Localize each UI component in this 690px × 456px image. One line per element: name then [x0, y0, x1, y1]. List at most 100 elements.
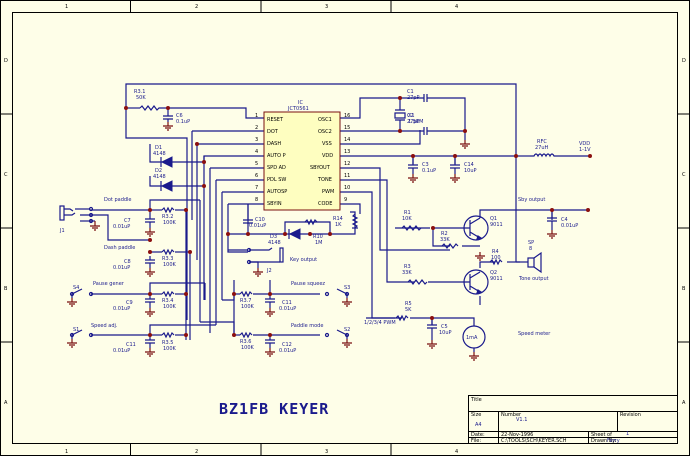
col-label-4-bottom: 4: [455, 449, 458, 455]
tb-date-value: 22-Nov-1996: [501, 432, 533, 438]
svg-text:Dot paddle: Dot paddle: [104, 197, 132, 203]
svg-text:R3.2: R3.2: [162, 214, 173, 220]
net-labels: Dot paddle Dash paddle Key output Sby ou…: [91, 197, 551, 337]
s3-symbol: [336, 288, 348, 298]
wires: [75, 83, 590, 352]
svg-text:1.5EM: 1.5EM: [408, 119, 423, 125]
svg-text:Paddle mode: Paddle mode: [291, 323, 323, 329]
svg-text:C2: C2: [407, 113, 414, 119]
jack-j1-symbol: [59, 205, 94, 224]
d2-symbol: [160, 180, 173, 192]
svg-text:100K: 100K: [163, 220, 177, 226]
c12-symbol: [265, 335, 275, 348]
svg-text:VDD: VDD: [579, 141, 590, 147]
svg-text:S1: S1: [73, 327, 79, 333]
svg-text:27pP: 27pP: [407, 95, 420, 101]
r2-symbol: [441, 243, 459, 249]
svg-text:C12: C12: [282, 342, 292, 348]
svg-text:J1: J1: [59, 228, 65, 234]
svg-text:11: 11: [344, 173, 350, 179]
svg-text:0.01uP: 0.01uP: [113, 306, 130, 312]
svg-text:VDD: VDD: [322, 153, 333, 159]
svg-text:J2: J2: [266, 268, 272, 274]
svg-text:D3: D3: [270, 234, 277, 240]
svg-text:7: 7: [255, 185, 258, 191]
diode-symbols: [160, 156, 301, 240]
svg-text:S2: S2: [344, 327, 350, 333]
svg-text:8: 8: [255, 197, 258, 203]
svg-text:0.1uP: 0.1uP: [422, 168, 436, 174]
jack-j2-symbol: [246, 247, 284, 265]
svg-text:1M: 1M: [315, 240, 323, 246]
svg-text:Dash paddle: Dash paddle: [104, 245, 135, 251]
crystal-x1-symbol: [394, 98, 406, 131]
svg-text:C3: C3: [422, 162, 429, 168]
row-label-d: D: [4, 58, 8, 64]
row-label-d-right: D: [682, 58, 686, 64]
tb-revision-label: Revision: [620, 412, 641, 418]
row-label-a-right: A: [682, 400, 686, 406]
svg-text:0.01uP: 0.01uP: [113, 224, 130, 230]
r1-symbol: [401, 225, 422, 231]
svg-text:33K: 33K: [440, 237, 450, 243]
svg-text:10K: 10K: [402, 216, 412, 222]
r3-1-symbol: [139, 105, 168, 111]
svg-text:1: 1: [255, 113, 258, 119]
svg-text:PDL SW: PDL SW: [267, 177, 286, 183]
svg-text:6: 6: [255, 173, 258, 179]
svg-text:R3.7: R3.7: [240, 298, 251, 304]
svg-text:100K: 100K: [163, 304, 177, 310]
component-labels: R3.1 50K C6 0.1uP D1 4148 D2 4148 X1 1.5…: [59, 89, 591, 354]
svg-text:C8: C8: [124, 259, 131, 265]
svg-text:R10: R10: [313, 234, 323, 240]
svg-text:Speed adj.: Speed adj.: [91, 323, 118, 329]
schematic-title: BZ1FB KEYER: [219, 400, 329, 418]
col-label-1: 1: [65, 4, 68, 10]
svg-text:C1: C1: [407, 89, 414, 95]
svg-text:R1: R1: [404, 210, 411, 216]
resistor-symbols: [139, 105, 503, 339]
r10-symbol: [304, 218, 318, 226]
r3-symbol: [407, 279, 428, 285]
svg-text:100K: 100K: [241, 304, 255, 310]
svg-text:0.01uP: 0.01uP: [279, 348, 296, 354]
svg-text:9: 9: [344, 197, 347, 203]
svg-text:DASH: DASH: [267, 141, 281, 147]
svg-text:SBYIN: SBYIN: [267, 201, 282, 207]
r5-symbol: [395, 314, 409, 322]
svg-text:2: 2: [255, 125, 258, 131]
r3-4-symbol: [161, 290, 175, 298]
r3-3-symbol: [161, 248, 175, 256]
row-label-b-right: B: [682, 286, 686, 292]
svg-text:C4: C4: [561, 217, 568, 223]
svg-text:27uH: 27uH: [535, 145, 549, 151]
svg-text:R3: R3: [404, 264, 411, 270]
tb-file-value: C:\TOOLS\SCH\KEYER.SCH: [501, 438, 567, 444]
svg-text:1K: 1K: [335, 222, 342, 228]
transistor-q2-symbol: [463, 269, 489, 295]
svg-text:Sby output: Sby output: [518, 197, 545, 203]
svg-text:C5: C5: [441, 324, 448, 330]
svg-text:0.01uP: 0.01uP: [249, 223, 266, 229]
svg-text:R3.5: R3.5: [162, 340, 173, 346]
column-dividers: [130, 0, 392, 456]
svg-text:10: 10: [344, 185, 350, 191]
c4-symbol: [547, 210, 557, 230]
c8-symbol: [145, 256, 155, 268]
svg-text:0.01uP: 0.01uP: [113, 265, 130, 271]
svg-text:1/2/3/4 PWM: 1/2/3/4 PWM: [364, 320, 396, 326]
col-label-3-bottom: 3: [325, 449, 328, 455]
svg-text:DOT: DOT: [267, 129, 279, 135]
c11-symbol: [265, 294, 275, 308]
svg-text:PWM: PWM: [322, 189, 334, 195]
tb-sheet-value: 1: [626, 431, 629, 437]
svg-text:14: 14: [344, 137, 350, 143]
svg-text:Pause gener: Pause gener: [93, 281, 125, 287]
col-label-1-bottom: 1: [65, 449, 68, 455]
svg-text:Key output: Key output: [290, 257, 317, 263]
svg-text:4: 4: [255, 149, 258, 155]
tb-drawn-label: Drawn By:: [591, 438, 617, 444]
